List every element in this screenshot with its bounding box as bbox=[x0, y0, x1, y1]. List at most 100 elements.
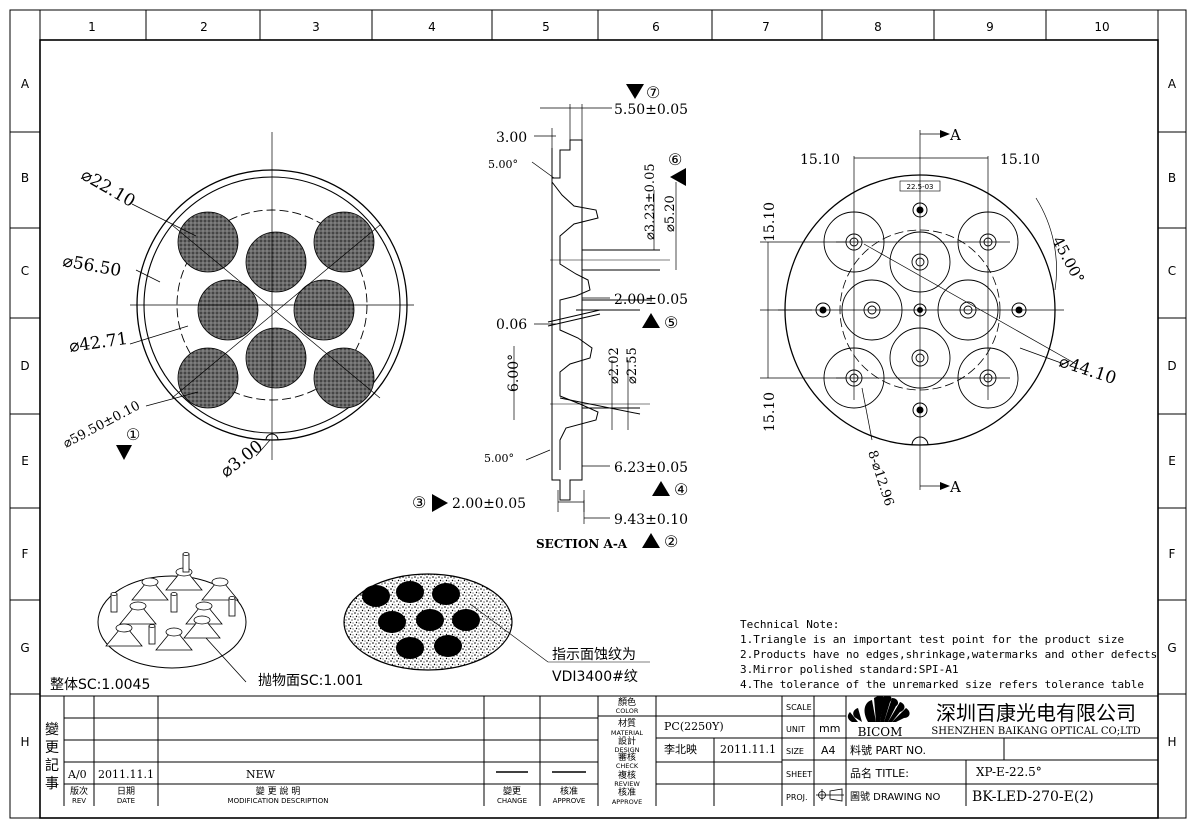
column-label: 7 bbox=[762, 20, 770, 34]
unit-label: UNIT bbox=[786, 725, 805, 734]
test-point-marker: ① bbox=[126, 425, 140, 444]
logo-text: BICOM bbox=[858, 725, 903, 739]
dim-6-23: 6.23±0.05 bbox=[614, 460, 688, 476]
row-label: E bbox=[21, 454, 29, 468]
iso-view-front bbox=[343, 573, 650, 671]
header-rev-cn: 版次 bbox=[70, 785, 88, 797]
section-profile bbox=[547, 139, 660, 501]
approve-label-en: APPROVE bbox=[612, 798, 642, 806]
tech-note-title: Technical Note: bbox=[740, 618, 839, 631]
product-title-value: XP-E-22.5° bbox=[976, 765, 1042, 779]
dim-3-00: 3.00 bbox=[496, 130, 527, 146]
dim-15-10-top-right: 15.10 bbox=[1000, 152, 1040, 168]
review-label-cn: 複核 bbox=[618, 769, 636, 781]
tech-note-line: 3.Mirror polished standard:SPI-A1 bbox=[740, 663, 959, 676]
row-label: D bbox=[1167, 359, 1176, 373]
back-view: A A 15.10 15.10 15.10 15.10 45.00° ⌀44.1… bbox=[760, 126, 1119, 508]
revision-description: NEW bbox=[246, 768, 276, 781]
test-point-marker: ③ bbox=[412, 493, 426, 512]
header-desc-en: MODIFICATION DESCRIPTION bbox=[228, 797, 329, 805]
company-name-en: SHENZHEN BAIKANG OPTICAL CO;LTD bbox=[931, 726, 1140, 737]
dim-diameter-3-00: ⌀3.00 bbox=[217, 437, 267, 482]
drawing-number-label: 圖號 DRAWING NO bbox=[850, 790, 940, 803]
section-label-top: A bbox=[949, 126, 961, 144]
revision-char: 事 bbox=[45, 776, 59, 792]
header-date-en: DATE bbox=[117, 797, 135, 805]
test-point-marker: ④ bbox=[674, 480, 688, 499]
header-change-cn: 變更 bbox=[503, 785, 521, 797]
dim-diameter-22-10: ⌀22.10 bbox=[78, 165, 139, 212]
revision-headers: 版次 REV 日期 DATE 變 更 說 明 MODIFICATION DESC… bbox=[70, 785, 585, 805]
design-label-cn: 設計 bbox=[618, 735, 636, 747]
mold-label-box bbox=[899, 180, 941, 192]
overall-scale-note: 整体SC:1.0045 bbox=[50, 677, 150, 693]
revision-value: A/0 bbox=[67, 768, 87, 781]
title-block-grid bbox=[40, 695, 1158, 806]
material-label-cn: 材質 bbox=[618, 717, 636, 729]
dim-2-00-upper: 2.00±0.05 bbox=[614, 292, 688, 308]
column-label: 9 bbox=[986, 20, 994, 34]
dim-angle-6-00: 6.00° bbox=[506, 354, 522, 392]
texture-leader bbox=[469, 603, 549, 663]
row-label: F bbox=[1169, 547, 1176, 561]
back-centerlines bbox=[778, 130, 1077, 490]
front-view: ⌀22.10 ⌀56.50 ⌀42.71 ⌀59.50±0.10 ① ⌀3.00 bbox=[61, 132, 414, 482]
row-label: F bbox=[22, 547, 29, 561]
optic-cell bbox=[197, 279, 259, 341]
drawing-number-value: BK-LED-270-E(2) bbox=[972, 789, 1094, 805]
mold-label: 22.5-03 bbox=[906, 183, 933, 191]
section-arrow-icon bbox=[940, 130, 950, 138]
texture-note-line2: VDI3400#纹 bbox=[552, 669, 638, 685]
dim-diameter-2-55: ⌀2.55 bbox=[625, 347, 640, 384]
test-point-triangle-icon bbox=[642, 533, 660, 548]
dim-diameter-2-02: ⌀2.02 bbox=[607, 347, 622, 384]
column-label: 4 bbox=[428, 20, 436, 34]
material-label-en: MATERIAL bbox=[611, 729, 644, 737]
section-dim-lines bbox=[513, 104, 677, 524]
test-point-triangle-icon bbox=[652, 481, 670, 496]
texture-note-line1: 指示面蚀纹为 bbox=[552, 647, 636, 663]
row-label: C bbox=[1168, 264, 1176, 278]
projection-icon bbox=[816, 788, 844, 802]
header-approve-en: APPROVE bbox=[553, 797, 586, 805]
paraboloid-scale-note: 抛物面SC:1.001 bbox=[258, 673, 363, 689]
optic-cells bbox=[177, 211, 375, 409]
proj-label: PROJ. bbox=[786, 793, 808, 802]
revision-row: A/0 2011.11.1 NEW bbox=[67, 768, 586, 781]
row-label: C bbox=[21, 264, 29, 278]
test-point-triangle-icon bbox=[670, 168, 686, 186]
column-labels: 1 2 3 4 5 6 7 8 9 10 bbox=[88, 20, 1109, 34]
dim-15-10-left-upper: 15.10 bbox=[762, 202, 778, 242]
optic-cell bbox=[293, 279, 355, 341]
header-change-en: CHANGE bbox=[497, 797, 527, 805]
section-centerlines bbox=[550, 259, 670, 405]
optic-cell bbox=[245, 231, 307, 293]
dim-diameter-42-71: ⌀42.71 bbox=[68, 329, 129, 357]
test-point-marker: ⑦ bbox=[646, 83, 660, 102]
row-label: D bbox=[20, 359, 29, 373]
back-dim-lines bbox=[760, 157, 1065, 441]
paraboloid-leader bbox=[205, 637, 247, 683]
dim-diameter-3-23: ⌀3.23±0.05 bbox=[643, 163, 658, 240]
dim-angle-45: 45.00° bbox=[1048, 233, 1088, 286]
design-date: 2011.11.1 bbox=[720, 743, 776, 756]
company-name-cn: 深圳百康光电有限公司 bbox=[936, 701, 1136, 725]
revision-char: 更 bbox=[45, 740, 59, 756]
test-point-marker: ⑤ bbox=[664, 313, 678, 332]
tech-note-line: 2.Products have no edges,shrinkage,water… bbox=[740, 648, 1157, 661]
part-number-label: 料號 PART NO. bbox=[850, 743, 926, 757]
dim-angle-5-00-top: 5.00° bbox=[488, 158, 518, 171]
column-label: 8 bbox=[874, 20, 882, 34]
iso-front-cells bbox=[362, 581, 480, 659]
row-label: H bbox=[20, 735, 29, 749]
check-label-cn: 審核 bbox=[618, 751, 636, 763]
design-label-en: DESIGN bbox=[614, 746, 639, 754]
optic-cell bbox=[313, 347, 375, 409]
test-point-marker: ② bbox=[664, 532, 678, 551]
dim-diameter-5-20: ⌀5.20 bbox=[663, 195, 678, 232]
approve-label-cn: 核准 bbox=[618, 786, 636, 798]
column-label: 2 bbox=[200, 20, 208, 34]
dim-5-50: 5.50±0.05 bbox=[614, 102, 688, 118]
